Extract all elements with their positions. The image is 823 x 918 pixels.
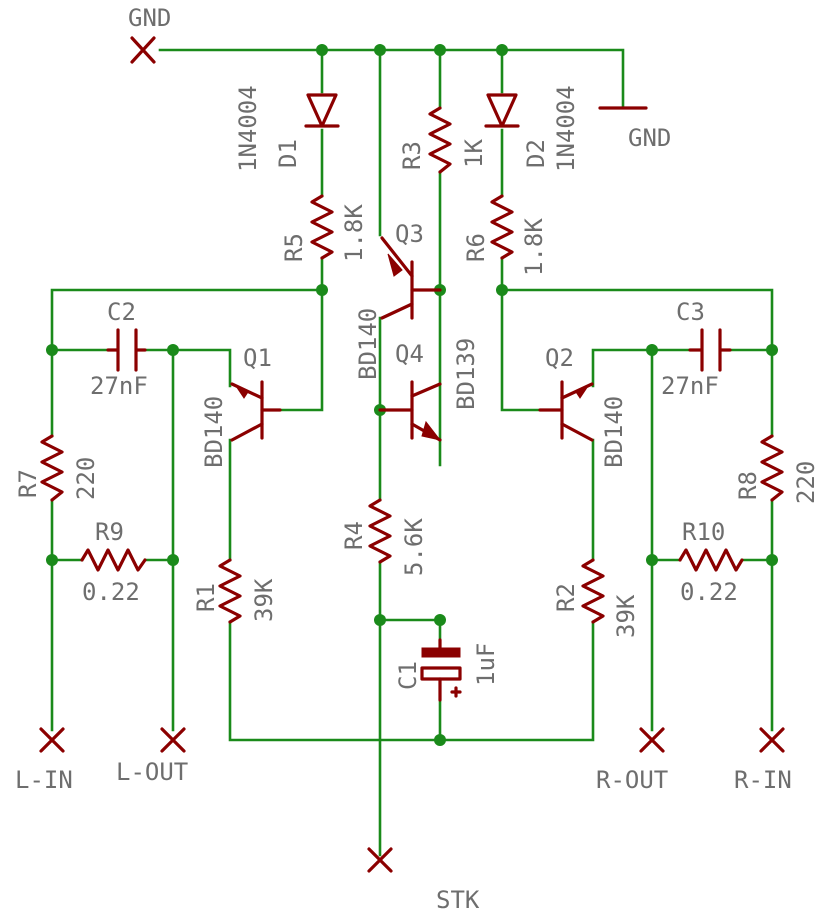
junction-dot [316,44,328,56]
r9-value: 0.22 [82,578,140,606]
junction-dot [434,614,446,626]
junction-dot [374,44,386,56]
transistor-q2 [538,380,594,442]
q2-value: BD140 [600,396,628,468]
r3-value: 1K [460,139,488,168]
r7-value: 220 [72,457,100,500]
l-out-label: L-OUT [116,758,188,786]
c1-value: 1uF [472,643,500,686]
l-in-terminal-x [39,727,65,753]
resistor-r2 [581,558,605,624]
junction-dot [167,344,179,356]
r4-value: 5.6K [400,518,428,576]
q4-name: Q4 [395,340,424,368]
r6-name: R6 [462,233,490,262]
capacitor-c3 [688,328,732,372]
r10-name: R10 [682,518,725,546]
transistor-q1 [230,380,282,442]
d2-value: 1N4004 [552,85,580,172]
wires [50,48,774,857]
q4-value: BD139 [452,338,480,410]
resistor-r9 [80,548,147,572]
r2-name: R2 [552,583,580,612]
transistor-q4 [378,380,442,442]
capacitor-c2 [106,328,147,372]
resistor-r6 [490,194,514,260]
resistor-r1 [218,558,242,624]
junction-dot [316,284,328,296]
l-in-label: L-IN [15,766,73,794]
resistor-r7 [40,434,64,502]
d1-name: D1 [274,139,302,168]
r7-name: R7 [14,469,42,498]
gnd-top-label: GND [128,4,171,32]
q1-name: Q1 [243,344,272,372]
c1-name: C1 [394,661,422,690]
r3-name: R3 [398,141,426,170]
q3-name: Q3 [395,220,424,248]
labels: GND GND L-IN L-OUT R-OUT R-IN STK C2 27n… [14,4,820,914]
net-markers [39,36,785,873]
c2-value: 27nF [90,372,148,400]
q1-value: BD140 [200,396,228,468]
junction-dot [766,554,778,566]
d1-value: 1N4004 [234,85,262,172]
r-in-terminal-x [759,727,785,753]
diode-d1 [304,93,340,128]
junction-dot [374,614,386,626]
l-out-terminal-x [160,727,186,753]
transistor-q3 [380,236,442,320]
r-out-label: R-OUT [596,766,668,794]
junction-dot [646,554,658,566]
r1-name: R1 [192,583,220,612]
junction-dot [646,344,658,356]
r6-value: 1.8K [520,218,548,276]
resistor-r8 [760,434,784,502]
stk-terminal-x [367,847,393,873]
junction-dot [167,554,179,566]
gnd-right-label: GND [628,124,671,152]
gnd-terminal-x [130,36,156,64]
junction-dot [434,734,446,746]
q2-name: Q2 [545,344,574,372]
polarity-plus-icon [450,686,462,698]
diode-d2 [484,93,520,128]
junction-dot [496,44,508,56]
c3-name: C3 [676,298,705,326]
capacitor-c1 [420,638,462,702]
r8-name: R8 [734,471,762,500]
junction-dot [46,344,58,356]
resistor-r4 [368,498,392,564]
resistor-r5 [310,194,334,260]
resistor-r10 [678,548,744,572]
q3-value: BD140 [354,308,382,380]
d2-name: D2 [522,139,550,168]
r8-value: 220 [792,461,820,504]
c3-value: 27nF [661,372,719,400]
junction-dot [46,554,58,566]
r9-name: R9 [95,518,124,546]
r5-name: R5 [280,233,308,262]
r10-value: 0.22 [680,578,738,606]
c2-name: C2 [107,298,136,326]
r-out-terminal-x [639,727,665,753]
resistor-r3 [428,106,452,174]
junction-dot [434,44,446,56]
r4-name: R4 [340,521,368,550]
r5-value: 1.8K [340,204,368,262]
stk-label: STK [436,886,480,914]
r1-value: 39K [250,578,278,622]
junction-dot [496,284,508,296]
r2-value: 39K [612,594,640,638]
r-in-label: R-IN [734,766,792,794]
junction-dot [766,344,778,356]
